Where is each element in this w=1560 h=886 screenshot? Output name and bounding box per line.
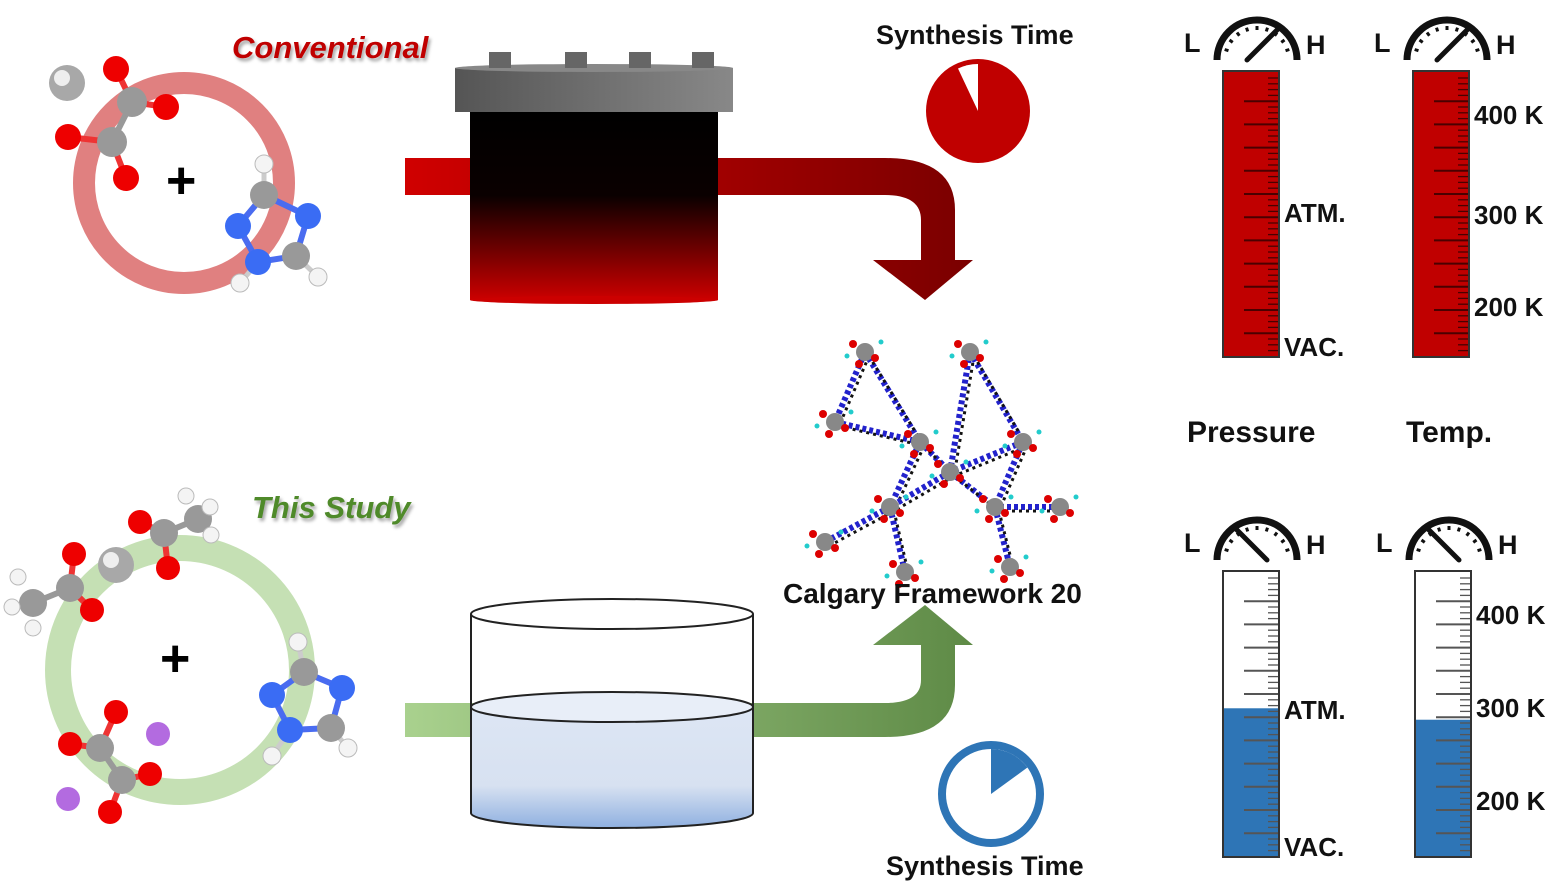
vessel-body — [470, 110, 718, 300]
vessel-lid — [455, 68, 733, 112]
gauge-needle — [1233, 526, 1270, 563]
mof-linker — [947, 351, 973, 473]
dial-gauge-icon — [1213, 16, 1301, 63]
mof-metal-node — [816, 533, 834, 551]
mof-metal-node — [826, 413, 844, 431]
dial-gauge-icon — [1405, 516, 1493, 563]
this-study-reactants: + — [3, 487, 358, 824]
mof-metal-node — [1014, 433, 1032, 451]
mof-linker — [888, 469, 952, 510]
mof-structure-image — [804, 339, 1079, 588]
gauge-fill-level — [1223, 708, 1279, 857]
gauge-needle — [1244, 26, 1281, 63]
gauge-needle — [1425, 526, 1462, 563]
gauge-fill-level — [1413, 71, 1469, 357]
potassium-ion-icon — [146, 722, 170, 746]
thermometer-tube — [1222, 570, 1280, 858]
mof-metal-node — [961, 343, 979, 361]
mof-metal-node — [941, 463, 959, 481]
mof-linker — [948, 439, 1025, 475]
triazole-molecule-icon — [259, 632, 358, 766]
solution — [471, 707, 753, 828]
gauge-high-label: H — [1496, 30, 1516, 60]
gauge-low-label: L — [1376, 528, 1393, 558]
gauge-low-label: L — [1184, 28, 1201, 58]
triazole-molecule-icon — [225, 154, 328, 293]
this-study-synthesis-time-pie — [938, 741, 1044, 847]
this-study-synthesis-time-label: Synthesis Time — [886, 851, 1084, 881]
conventional-synthesis-time-label: Synthesis Time — [876, 20, 1074, 50]
conventional-title: Conventional — [232, 30, 429, 65]
mof-linker — [834, 419, 921, 445]
oxalate-molecule-icon — [58, 700, 162, 824]
scale-label: 400 K — [1474, 100, 1544, 130]
gauge-needle — [1434, 26, 1471, 63]
mof-metal-node — [896, 563, 914, 581]
gauge-low-label: L — [1184, 528, 1201, 558]
metal-atom-icon — [49, 65, 85, 101]
this-study-title: This Study — [252, 490, 411, 525]
mof-linker — [992, 440, 1026, 509]
beaker-vessel — [470, 598, 754, 829]
scale-label: VAC. — [1284, 832, 1345, 862]
mof-metal-node — [1001, 558, 1019, 576]
conventional-synthesis-time-pie — [926, 59, 1030, 163]
conventional-reactants: + — [49, 56, 328, 294]
gauge-low-label: L — [1374, 28, 1391, 58]
scale-label: 300 K — [1474, 200, 1544, 230]
scale-label: ATM. — [1284, 695, 1346, 725]
mof-metal-node — [856, 343, 874, 361]
mof-metal-node — [911, 433, 929, 451]
thermometer-tube — [1414, 570, 1472, 858]
mof-linker — [967, 350, 1026, 444]
thermometer-tube — [1222, 70, 1280, 358]
autoclave-vessel — [455, 52, 733, 304]
mof-linker — [862, 350, 923, 444]
thermometer-tube — [1412, 70, 1470, 358]
scale-label: VAC. — [1284, 332, 1345, 362]
scale-label: 200 K — [1474, 292, 1544, 322]
scale-label: ATM. — [1284, 198, 1346, 228]
potassium-ion-icon — [56, 787, 80, 811]
scale-label: 400 K — [1476, 600, 1546, 630]
metal-atom-icon — [98, 547, 134, 583]
mof-metal-node — [881, 498, 899, 516]
gauge-high-label: H — [1306, 530, 1326, 560]
dial-gauge-icon — [1403, 16, 1491, 63]
temperature-title: Temp. — [1406, 416, 1493, 449]
plus-sign: + — [160, 630, 190, 688]
mof-linker — [832, 350, 868, 424]
elapsed-time-slice — [991, 749, 1028, 794]
mof-linker — [823, 504, 892, 545]
scale-label: 300 K — [1476, 693, 1546, 723]
acetate-molecule-icon — [3, 542, 104, 637]
mof-linker — [887, 440, 923, 509]
gauge-high-label: H — [1306, 30, 1326, 60]
scale-label: 200 K — [1476, 786, 1546, 816]
acetate-molecule-icon — [128, 487, 220, 580]
reactant-ring — [73, 72, 295, 294]
product-label: Calgary Framework 20 — [783, 578, 1082, 609]
gauge-fill-level — [1223, 71, 1279, 357]
plus-sign: + — [166, 152, 196, 210]
mof-metal-node — [986, 498, 1004, 516]
pressure-title: Pressure — [1187, 416, 1316, 449]
gauge-high-label: H — [1498, 530, 1518, 560]
mof-metal-node — [1051, 498, 1069, 516]
mof-linker — [992, 506, 1013, 568]
oxalate-molecule-icon — [55, 56, 179, 191]
dial-gauge-icon — [1213, 516, 1301, 563]
remaining-time-slice — [957, 64, 978, 111]
